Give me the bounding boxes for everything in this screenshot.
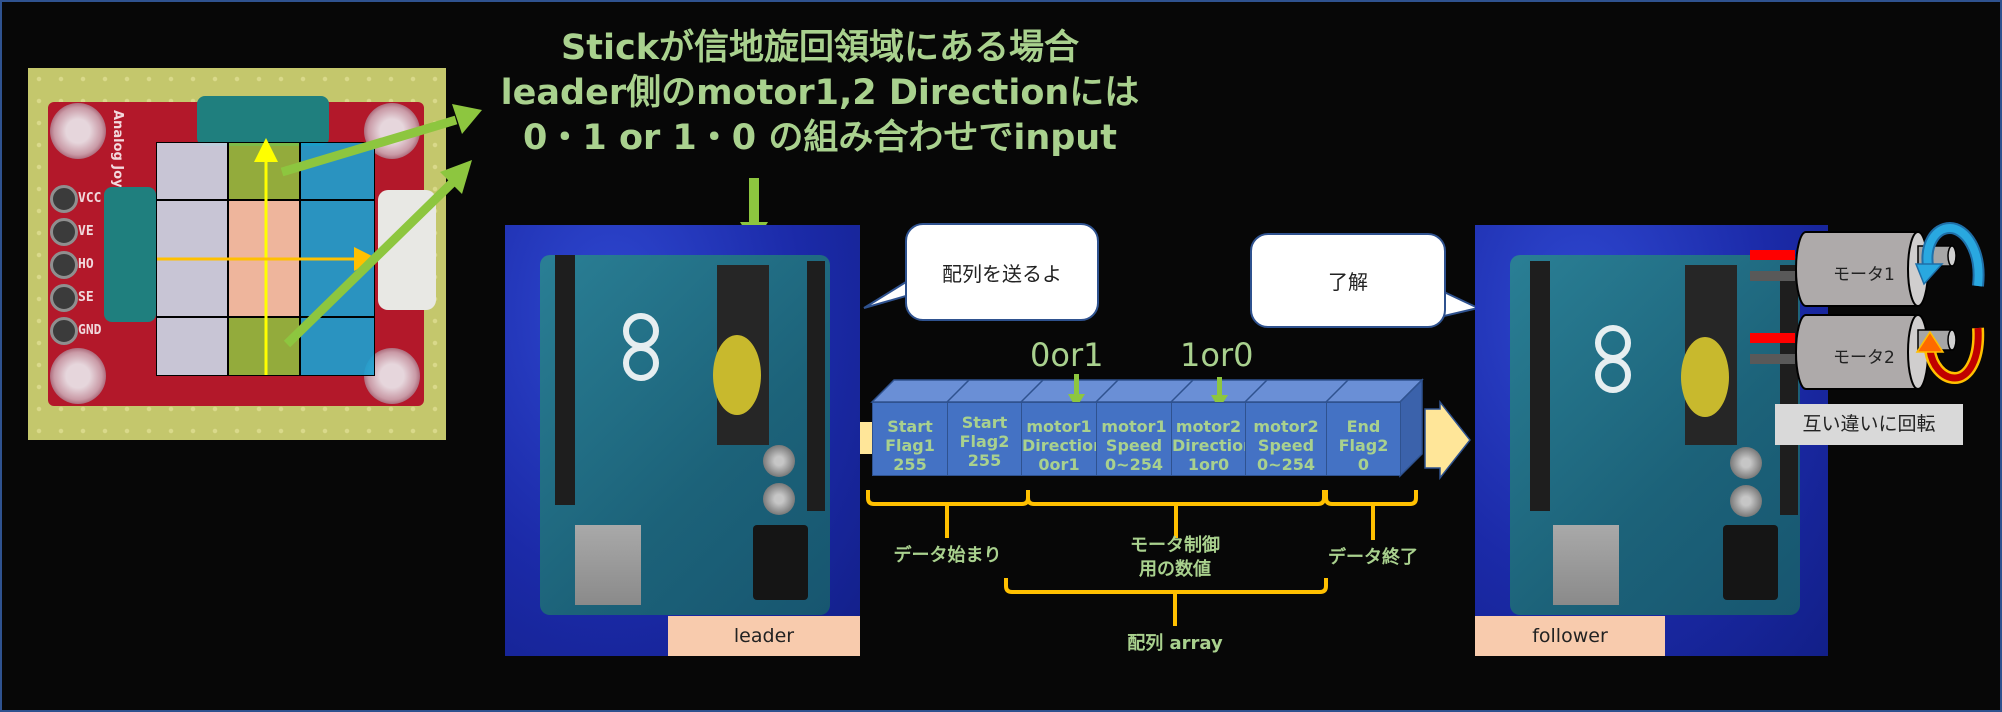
joystick-cap-left [104, 187, 156, 322]
title-line: leader側のmotor1,2 Directionには [500, 73, 1140, 113]
gray-wire [1750, 354, 1795, 364]
red-wire [1750, 250, 1795, 260]
array-cell: End Flag2 0 [1326, 402, 1401, 476]
motor2-label: モータ2 [1833, 348, 1895, 368]
cell-line: Flag2 [959, 432, 1010, 451]
follower-arduino-photo: follower [1475, 225, 1828, 656]
array-cell: Start Flag2 255 [947, 402, 1022, 476]
cell-line: motor2 [1175, 417, 1242, 436]
cell-line: End [1346, 417, 1381, 436]
cell-value: 255 [893, 455, 927, 474]
array-cell: Start Flag1 255 [872, 402, 948, 476]
pin-icon [50, 316, 78, 345]
input-down-arrow-icon [1068, 374, 1085, 408]
callout-arrow-icon [283, 160, 472, 348]
data-start-label: データ始まり [893, 545, 1002, 566]
leader-arduino-photo: leader [505, 225, 860, 656]
pin-label: HO [78, 257, 94, 272]
array-cell: motor2 Direction 1or0 [1171, 402, 1255, 476]
array-label: 配列 array [1127, 633, 1223, 654]
motor-control-label: モータ制御 用の数値 [1100, 534, 1250, 582]
input-arrow-icon [860, 422, 875, 454]
bracket-array [1004, 578, 1328, 626]
motor2-direction-input: 1or0 [1180, 336, 1254, 374]
bracket-data-end [1324, 490, 1418, 540]
callout-arrow-icon [280, 104, 482, 177]
rotation-caption: 互い違いに回転 [1775, 404, 1963, 445]
motors-diagram [1750, 221, 1985, 390]
screw-icon [50, 103, 106, 159]
slide-title: Stickが信地旋回領域にある場合 leader側のmotor1,2 Direc… [460, 26, 1180, 161]
grid-cell [156, 142, 228, 200]
array-cell: motor2 Speed 0~254 [1245, 402, 1327, 476]
bracket-motor-control [1026, 490, 1326, 538]
motor1-label: モータ1 [1833, 265, 1895, 285]
pin-icon [50, 184, 78, 213]
leader-label: leader [668, 616, 860, 656]
motor-control-label-line: モータ制御 [1130, 535, 1220, 556]
motor-control-label-line: 用の数値 [1139, 559, 1211, 580]
cell-line: Start [961, 413, 1008, 432]
leader-speech-text: 配列を送るよ [942, 261, 1062, 286]
pin-header: VCC VE HO SE GND [50, 182, 101, 347]
pin-label: SE [78, 290, 94, 305]
cell-line: Flag1 [885, 436, 935, 455]
pin-icon [50, 250, 78, 279]
cell-line: Speed [1257, 436, 1315, 455]
motor1-direction-input: 0or1 [1030, 336, 1104, 374]
cell-value: 1or0 [1187, 455, 1230, 474]
cell-line: Direction [1172, 436, 1255, 455]
title-line: 0・1 or 1・0 の組み合わせでinput [523, 118, 1117, 158]
cell-line: Start [887, 417, 933, 436]
follower-label: follower [1475, 616, 1665, 656]
grid-cell [300, 317, 375, 376]
grid-cell [156, 317, 228, 376]
leader-speech-bubble: 配列を送るよ [905, 223, 1099, 321]
follower-speech-text: 了解 [1328, 270, 1368, 294]
pin-icon [50, 283, 78, 312]
joystick-cap-top [197, 96, 329, 146]
screw-icon [50, 348, 106, 404]
pin-label: VCC [78, 191, 102, 206]
array-top-dividers [946, 379, 1349, 403]
title-line: Stickが信地旋回領域にある場合 [561, 28, 1079, 68]
bracket-data-start [866, 490, 1030, 538]
cell-value: 0 [1357, 455, 1370, 474]
data-end-label: データ終了 [1328, 547, 1418, 568]
output-arrow-icon [1424, 399, 1471, 481]
follower-speech-bubble: 了解 [1250, 233, 1446, 328]
grid-cell-pivot-turn [228, 317, 300, 376]
pin-label: GND [78, 323, 102, 338]
cell-line: Direction [1022, 436, 1105, 455]
pin-icon [50, 217, 78, 246]
rotate-ccw-icon [1914, 221, 1985, 287]
cell-line: motor1 [1026, 417, 1092, 436]
cell-value: 255 [967, 451, 1002, 470]
cell-line: motor1 [1101, 417, 1167, 436]
cell-line: motor2 [1253, 417, 1319, 436]
cell-line: Flag2 [1338, 436, 1389, 455]
array-top-face [870, 379, 1424, 403]
cell-value: 0or1 [1038, 455, 1080, 474]
pin-label: VE [78, 224, 94, 239]
red-wire [1750, 333, 1795, 343]
rotate-cw-icon [1915, 327, 1985, 385]
array-cell: motor1 Speed 0~254 [1096, 402, 1172, 476]
cell-value: 0~254 [1257, 455, 1315, 474]
gray-wire [1750, 271, 1795, 281]
cell-value: 0~254 [1105, 455, 1163, 474]
array-cell: motor1 Direction 0or1 [1021, 402, 1105, 476]
cell-line: Speed [1105, 436, 1163, 455]
